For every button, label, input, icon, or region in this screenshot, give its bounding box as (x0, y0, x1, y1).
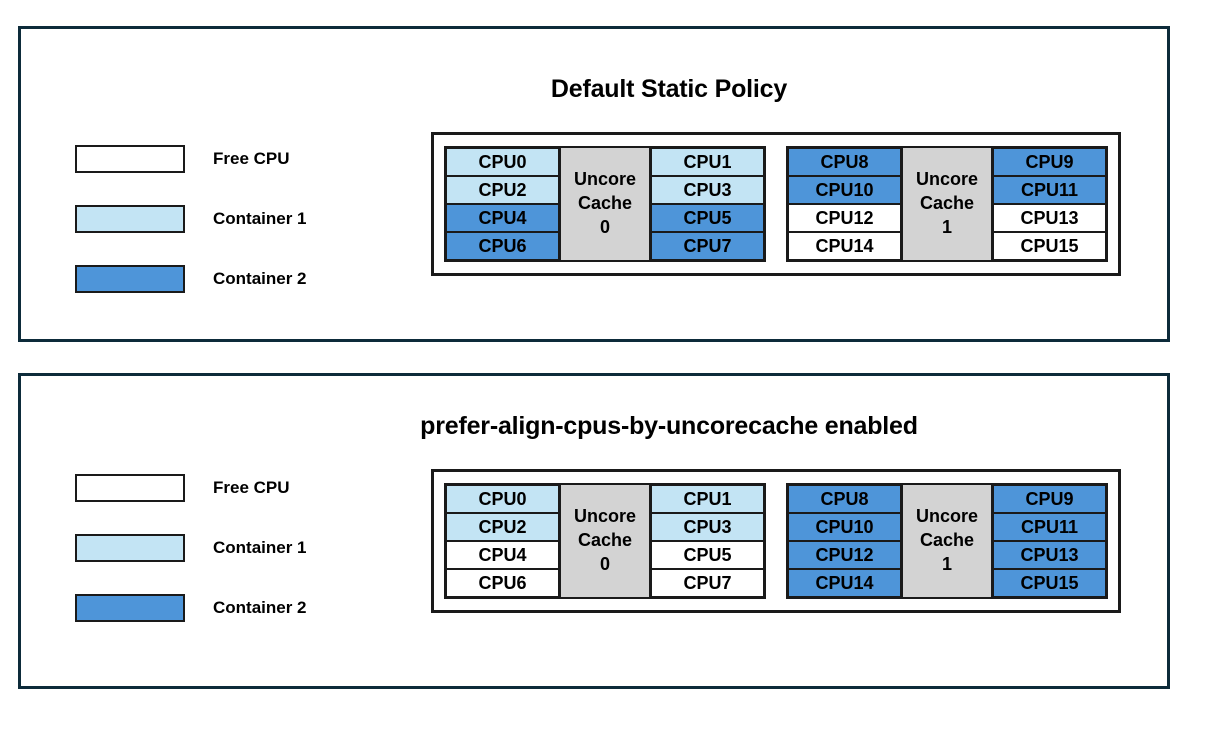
panel-prefer-align-cpus-by-uncorecache: prefer-align-cpus-by-uncorecache enabled… (18, 373, 1170, 689)
page-title: Default Static Policy (550, 75, 788, 103)
cpu-cell[interactable]: CPU12 (787, 203, 902, 233)
uncore-label-line-1: Uncore (573, 506, 636, 527)
cpu-cell[interactable]: CPU12 (787, 540, 902, 570)
cpu-cell[interactable]: CPU3 (650, 512, 765, 542)
cpu-column-right: CPU1 CPU3 CPU5 CPU7 (650, 147, 765, 261)
legend: Free CPU Container 1 Container 2 (75, 129, 307, 309)
cpu-column-left: CPU0 CPU2 CPU4 CPU6 (445, 147, 560, 261)
cpu-column-left: CPU8 CPU10 CPU12 CPU14 (787, 147, 902, 261)
cpu-cell[interactable]: CPU8 (787, 484, 902, 514)
uncore-cache-index: 0 (599, 553, 610, 574)
uncore-cache-block: Uncore Cache 0 (559, 485, 651, 597)
legend-label-free-cpu: Free CPU (213, 478, 290, 497)
legend-label-container-1: Container 1 (213, 538, 307, 557)
page-title: prefer-align-cpus-by-uncorecache enabled (420, 412, 918, 440)
cpu-cell[interactable]: CPU11 (992, 175, 1107, 205)
socket-uncore-cache-1: CPU8 CPU10 CPU12 CPU14 Uncore Cache 1 CP… (786, 483, 1108, 599)
legend-swatch-container-1 (75, 534, 185, 562)
cpu-cell[interactable]: CPU14 (787, 231, 902, 261)
cpu-column-right: CPU1 CPU3 CPU5 CPU7 (650, 484, 765, 598)
legend-swatch-container-1 (75, 205, 185, 233)
legend: Free CPU Container 1 Container 2 (75, 458, 307, 638)
legend-item-container-2: Container 2 (75, 249, 307, 309)
uncore-label-line-2: Cache (919, 193, 975, 214)
cpu-cell[interactable]: CPU0 (445, 147, 560, 177)
cpu-cell[interactable]: CPU15 (992, 231, 1107, 261)
uncore-label-line-2: Cache (577, 193, 633, 214)
socket-uncore-cache-1: CPU8 CPU10 CPU12 CPU14 Uncore Cache 1 CP… (786, 146, 1108, 262)
cpu-cell[interactable]: CPU13 (992, 540, 1107, 570)
cpu-cell[interactable]: CPU7 (650, 231, 765, 261)
cpu-cell[interactable]: CPU6 (445, 231, 560, 261)
cpu-cell[interactable]: CPU5 (650, 540, 765, 570)
cpu-cell[interactable]: CPU10 (787, 512, 902, 542)
uncore-label-line-2: Cache (577, 530, 633, 551)
cpu-cell[interactable]: CPU6 (445, 568, 560, 598)
uncore-label-line-1: Uncore (573, 169, 636, 190)
legend-item-container-1: Container 1 (75, 189, 307, 249)
legend-label-container-2: Container 2 (213, 598, 307, 617)
cpu-cell[interactable]: CPU8 (787, 147, 902, 177)
cpu-topology-diagram: CPU0 CPU2 CPU4 CPU6 Uncore Cache 0 CPU1 … (431, 469, 1121, 613)
uncore-cache-block: Uncore Cache 1 (901, 485, 993, 597)
cpu-cell[interactable]: CPU3 (650, 175, 765, 205)
cpu-cell[interactable]: CPU1 (650, 484, 765, 514)
cpu-cell[interactable]: CPU9 (992, 147, 1107, 177)
legend-item-container-2: Container 2 (75, 578, 307, 638)
cpu-column-left: CPU0 CPU2 CPU4 CPU6 (445, 484, 560, 598)
legend-label-free-cpu: Free CPU (213, 149, 290, 168)
uncore-cache-index: 1 (941, 553, 952, 574)
cpu-column-left: CPU8 CPU10 CPU12 CPU14 (787, 484, 902, 598)
panel-default-static-policy: Default Static Policy Free CPU Container… (18, 26, 1170, 342)
legend-item-free-cpu: Free CPU (75, 458, 307, 518)
uncore-cache-block: Uncore Cache 1 (901, 148, 993, 260)
cpu-cell[interactable]: CPU4 (445, 203, 560, 233)
cpu-cell[interactable]: CPU2 (445, 512, 560, 542)
cpu-cell[interactable]: CPU4 (445, 540, 560, 570)
socket-uncore-cache-0: CPU0 CPU2 CPU4 CPU6 Uncore Cache 0 CPU1 … (444, 483, 766, 599)
legend-label-container-2: Container 2 (213, 269, 307, 288)
cpu-cell[interactable]: CPU2 (445, 175, 560, 205)
legend-swatch-container-2 (75, 594, 185, 622)
cpu-topology-diagram: CPU0 CPU2 CPU4 CPU6 Uncore Cache 0 CPU1 … (431, 132, 1121, 276)
legend-swatch-free-cpu (75, 474, 185, 502)
cpu-column-right: CPU9 CPU11 CPU13 CPU15 (992, 484, 1107, 598)
legend-swatch-free-cpu (75, 145, 185, 173)
cpu-cell[interactable]: CPU7 (650, 568, 765, 598)
socket-uncore-cache-0: CPU0 CPU2 CPU4 CPU6 Uncore Cache 0 CPU1 … (444, 146, 766, 262)
legend-swatch-container-2 (75, 265, 185, 293)
cpu-cell[interactable]: CPU13 (992, 203, 1107, 233)
cpu-column-right: CPU9 CPU11 CPU13 CPU15 (992, 147, 1107, 261)
uncore-label-line-1: Uncore (915, 506, 978, 527)
cpu-cell[interactable]: CPU0 (445, 484, 560, 514)
cpu-cell[interactable]: CPU14 (787, 568, 902, 598)
uncore-cache-index: 0 (599, 216, 610, 237)
cpu-cell[interactable]: CPU9 (992, 484, 1107, 514)
legend-item-container-1: Container 1 (75, 518, 307, 578)
cpu-cell[interactable]: CPU5 (650, 203, 765, 233)
legend-label-container-1: Container 1 (213, 209, 307, 228)
cpu-cell[interactable]: CPU15 (992, 568, 1107, 598)
legend-item-free-cpu: Free CPU (75, 129, 307, 189)
uncore-label-line-2: Cache (919, 530, 975, 551)
cpu-cell[interactable]: CPU11 (992, 512, 1107, 542)
uncore-label-line-1: Uncore (915, 169, 978, 190)
uncore-cache-block: Uncore Cache 0 (559, 148, 651, 260)
cpu-cell[interactable]: CPU10 (787, 175, 902, 205)
uncore-cache-index: 1 (941, 216, 952, 237)
cpu-cell[interactable]: CPU1 (650, 147, 765, 177)
